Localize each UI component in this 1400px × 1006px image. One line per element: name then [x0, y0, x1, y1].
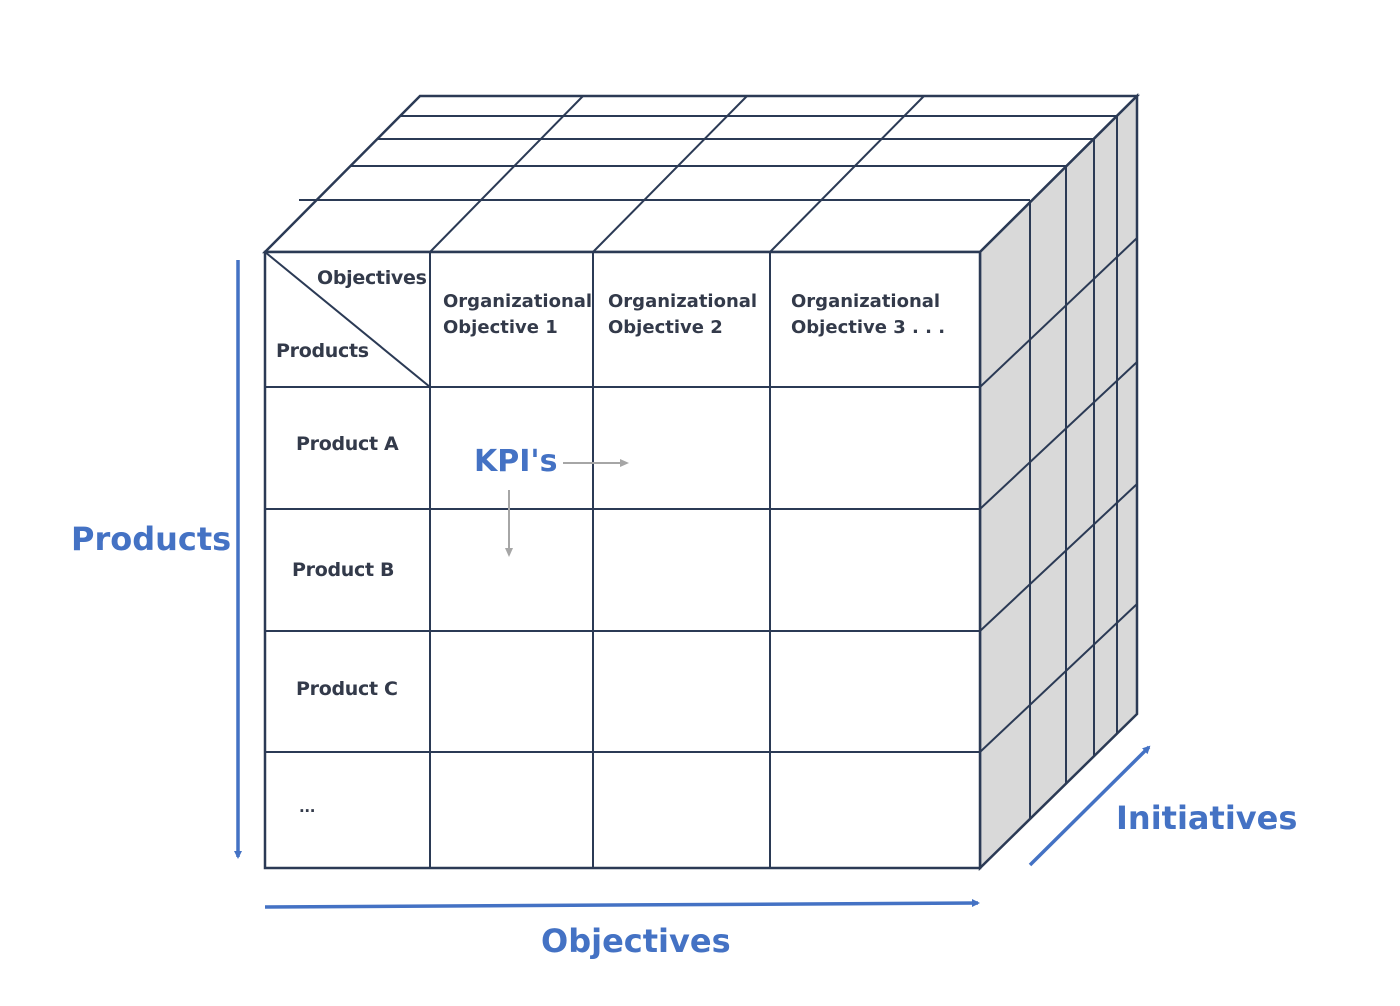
- objectives-axis-label: Objectives: [541, 922, 731, 960]
- initiatives-axis-label: Initiatives: [1116, 799, 1298, 837]
- column-header-objective-2: Organizational Objective 2: [608, 289, 763, 341]
- column-header-line2: Objective 3 . . .: [791, 317, 946, 338]
- column-header-line1: Organizational: [443, 291, 593, 312]
- corner-products-label: Products: [276, 340, 369, 362]
- cube-front-face: [263, 250, 982, 870]
- initiatives-axis-arrow: [1028, 745, 1151, 867]
- corner-objectives-label: Objectives: [317, 267, 427, 289]
- column-header-line2: Objective 2: [608, 317, 723, 338]
- objectives-axis-arrow: [264, 899, 980, 909]
- row-label-product-a: Product A: [296, 433, 399, 455]
- products-axis-label: Products: [71, 520, 232, 558]
- corner-diagonal: [264, 251, 431, 388]
- column-header-objective-3: Organizational Objective 3 . . .: [791, 289, 971, 341]
- column-header-line1: Organizational: [791, 291, 941, 312]
- kpi-label: KPI's: [474, 444, 558, 479]
- column-header-objective-1: Organizational Objective 1: [443, 289, 593, 341]
- column-header-line1: Organizational: [608, 291, 758, 312]
- row-label-ellipsis: ...: [299, 798, 316, 816]
- row-label-product-b: Product B: [292, 559, 395, 581]
- cube-side-face: [978, 92, 1139, 871]
- column-header-line2: Objective 1: [443, 317, 558, 338]
- row-label-product-c: Product C: [296, 678, 398, 700]
